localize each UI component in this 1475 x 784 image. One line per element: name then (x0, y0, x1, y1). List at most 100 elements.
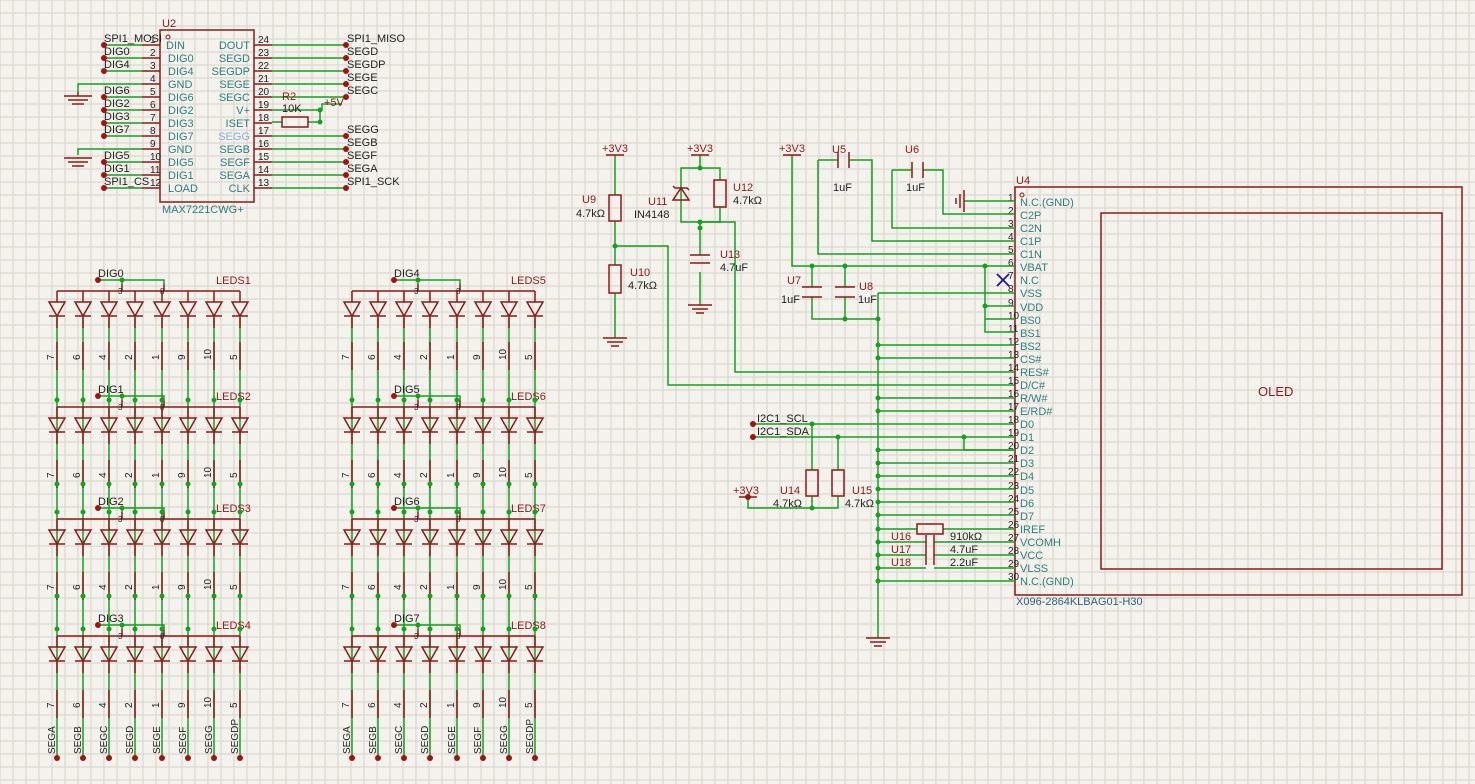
led-pin-number: 6 (72, 702, 83, 708)
u2-net-label: SEGDP (347, 59, 386, 71)
led-diode (178, 529, 198, 546)
led-diode (447, 301, 467, 318)
u4-pin-number: 20 (1008, 441, 1020, 452)
u2-pin-name: DIG2 (168, 105, 194, 117)
led-common-pin: 3 (414, 515, 419, 524)
segment-net-label: SEGA (47, 726, 58, 754)
u4-pin-number: 18 (1008, 415, 1020, 426)
u4-ref: U4 (1016, 175, 1030, 187)
u11-ref: U11 (648, 196, 667, 208)
led-diode (125, 301, 145, 318)
led-dig-label: DIG1 (98, 384, 124, 396)
r2-value: 10K (282, 103, 302, 115)
led-bank-4[interactable]: DIG3LEDS438764219105 (46, 613, 251, 718)
led-diode (499, 529, 519, 546)
u2-net-label: SEGD (347, 46, 378, 58)
u17-ref: U17 (891, 544, 911, 556)
led-pin-number: 6 (72, 354, 83, 360)
led-diode (204, 301, 224, 318)
led-dig-label: DIG2 (98, 496, 124, 508)
u2-pin-number: 3 (150, 61, 156, 72)
u7-value: 1uF (781, 294, 800, 306)
u15-ref: U15 (852, 485, 872, 497)
led-pin-number: 1 (151, 702, 162, 708)
led-pin-number: 5 (524, 472, 535, 478)
u4-pin-name: BS1 (1020, 328, 1041, 340)
led-diode (342, 646, 362, 663)
u18-ref: U18 (891, 557, 911, 569)
led-diode (447, 646, 467, 663)
led-diode (420, 301, 440, 318)
led-diode (499, 301, 519, 318)
led-pin-number: 9 (177, 472, 188, 478)
u2-net-label: SPI1_MOSI (104, 33, 162, 45)
u4-pin-name: VCC (1020, 550, 1043, 562)
u2-pin-number: 21 (258, 74, 270, 85)
led-diode (525, 529, 545, 546)
led-pin-number: 2 (419, 584, 430, 590)
led-pin-number: 7 (46, 354, 57, 360)
led-diode (99, 417, 119, 434)
u2-pin-name: SEGE (219, 79, 250, 91)
led-pin-number: 7 (341, 702, 352, 708)
led-bank-3[interactable]: DIG2LEDS338764219105 (46, 496, 251, 600)
led-diode (73, 301, 93, 318)
u4-pin-number: 11 (1008, 324, 1019, 335)
oled-supply-label: +3V3 (779, 143, 805, 155)
u9-resistor (608, 194, 622, 222)
reset-network[interactable]: +3V3 +3V3 U9 4.7kΩ U10 4.7kΩ U11 IN4148 … (576, 143, 1015, 386)
led-bank-2[interactable]: DIG1LEDS238764219105 (46, 384, 251, 488)
led-pin-number: 10 (203, 578, 214, 590)
u2-net-label: SPI1_MISO (347, 33, 406, 45)
led-dig-label: DIG6 (394, 496, 420, 508)
led-diode (47, 529, 67, 546)
led-pin-number: 9 (472, 584, 483, 590)
led-pin-number: 6 (367, 354, 378, 360)
led-pin-number: 7 (341, 354, 352, 360)
u2-net-label: DIG4 (104, 59, 130, 71)
u2-net-label: DIG1 (104, 163, 130, 175)
reset-supply-a: +3V3 (602, 143, 628, 155)
u2-pin-number: 17 (258, 126, 270, 137)
led-bank-1[interactable]: DIG0LEDS138764219105 (46, 268, 251, 370)
u4-pin-name: VSS (1020, 288, 1042, 300)
led-diode (473, 529, 493, 546)
oled-label: OLED (1258, 384, 1293, 399)
u4-pin-name: RES# (1020, 367, 1050, 379)
led-pin-number: 10 (498, 578, 509, 590)
reset-supply-b: +3V3 (687, 143, 713, 155)
segment-net-label: SEGE (152, 726, 163, 754)
u11-diode (671, 186, 691, 201)
u2-pin-name: SEGB (219, 144, 250, 156)
led-bank-ref: LEDS5 (511, 275, 546, 287)
led-pin-number: 7 (341, 472, 352, 478)
u4-pin-name: VLSS (1020, 563, 1048, 575)
segment-net-label: SEGG (499, 725, 510, 754)
led-dig-label: DIG3 (98, 613, 124, 625)
led-bank-ref: LEDS1 (216, 275, 251, 287)
led-pin-number: 10 (498, 466, 509, 478)
u2-pin-name: SEGC (219, 92, 250, 104)
led-diode (73, 417, 93, 434)
segment-net-label: SEGDP (230, 719, 241, 754)
u16-value: 910kΩ (950, 531, 982, 543)
u2-gnd-b (64, 148, 142, 167)
u4-pin-number: 24 (1008, 494, 1020, 505)
u9-value: 4.7kΩ (576, 208, 605, 220)
